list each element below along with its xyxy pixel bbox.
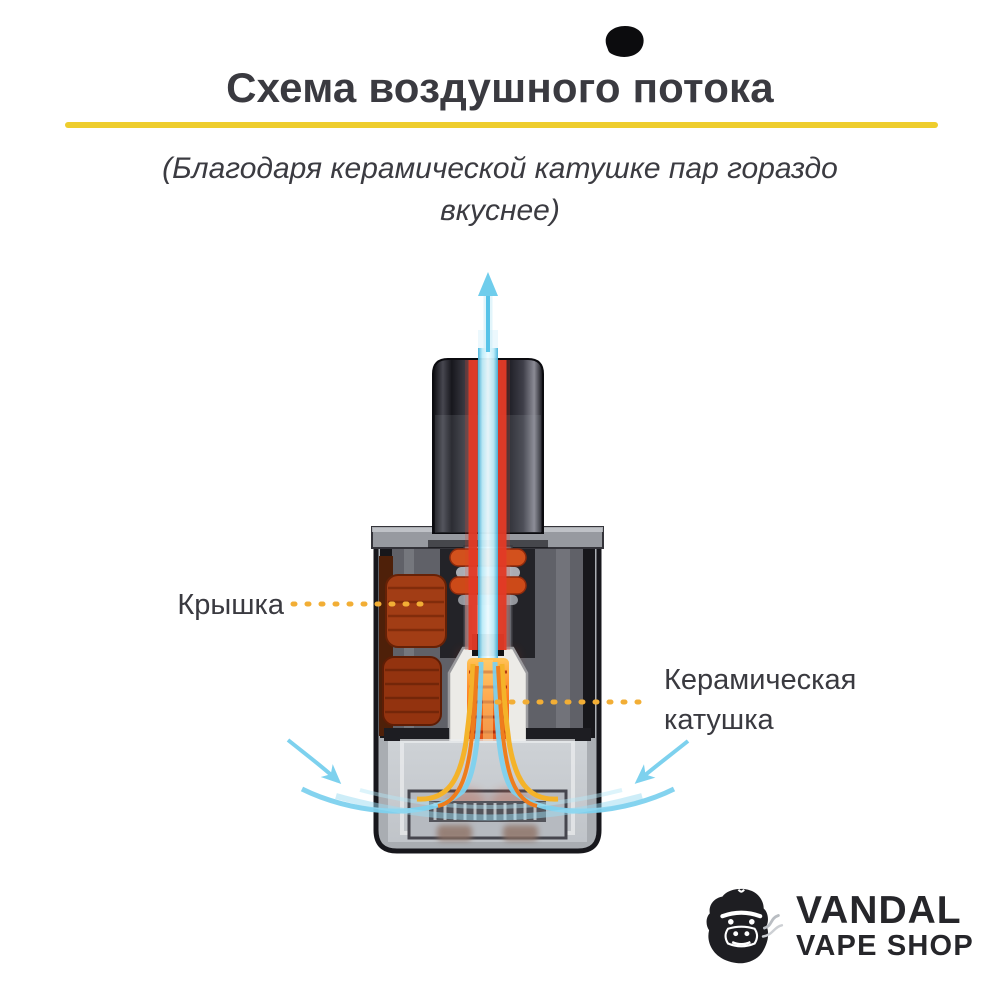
brand-logo: VANDAL VAPE SHOP (700, 876, 974, 976)
intake-arrow-right (634, 739, 690, 784)
gorilla-logo-icon (706, 888, 784, 964)
heat-flow-lines (465, 309, 510, 650)
label-coil: Керамическая катушка (664, 660, 856, 740)
liquid-flow-lines (416, 663, 559, 808)
label-coil-line-1: Керамическая (664, 664, 857, 696)
brand-name: VANDAL (796, 889, 962, 932)
label-cap: Крышка (177, 589, 284, 621)
subtitle: (Благодаря керамической катушке пар гора… (0, 148, 1000, 232)
brand-text: VANDAL VAPE SHOP (796, 890, 974, 962)
page-title: Схема воздушного потока (226, 64, 774, 111)
airflow-lines (286, 272, 690, 821)
exhale-arrow (478, 272, 498, 352)
intake-arrow-left (286, 738, 342, 784)
ink-mark (605, 26, 644, 57)
title-underline (65, 122, 938, 128)
subtitle-line-1: (Благодаря керамической катушке пар гора… (162, 152, 838, 185)
cap-copper-seal (379, 556, 447, 736)
smoke-wisp-icon (763, 914, 780, 930)
brand-tagline: VAPE SHOP (796, 930, 974, 962)
smoke-wisp-icon (761, 924, 784, 938)
label-coil-line-2: катушка (664, 704, 774, 736)
subtitle-line-2: вкуснее) (440, 194, 560, 227)
